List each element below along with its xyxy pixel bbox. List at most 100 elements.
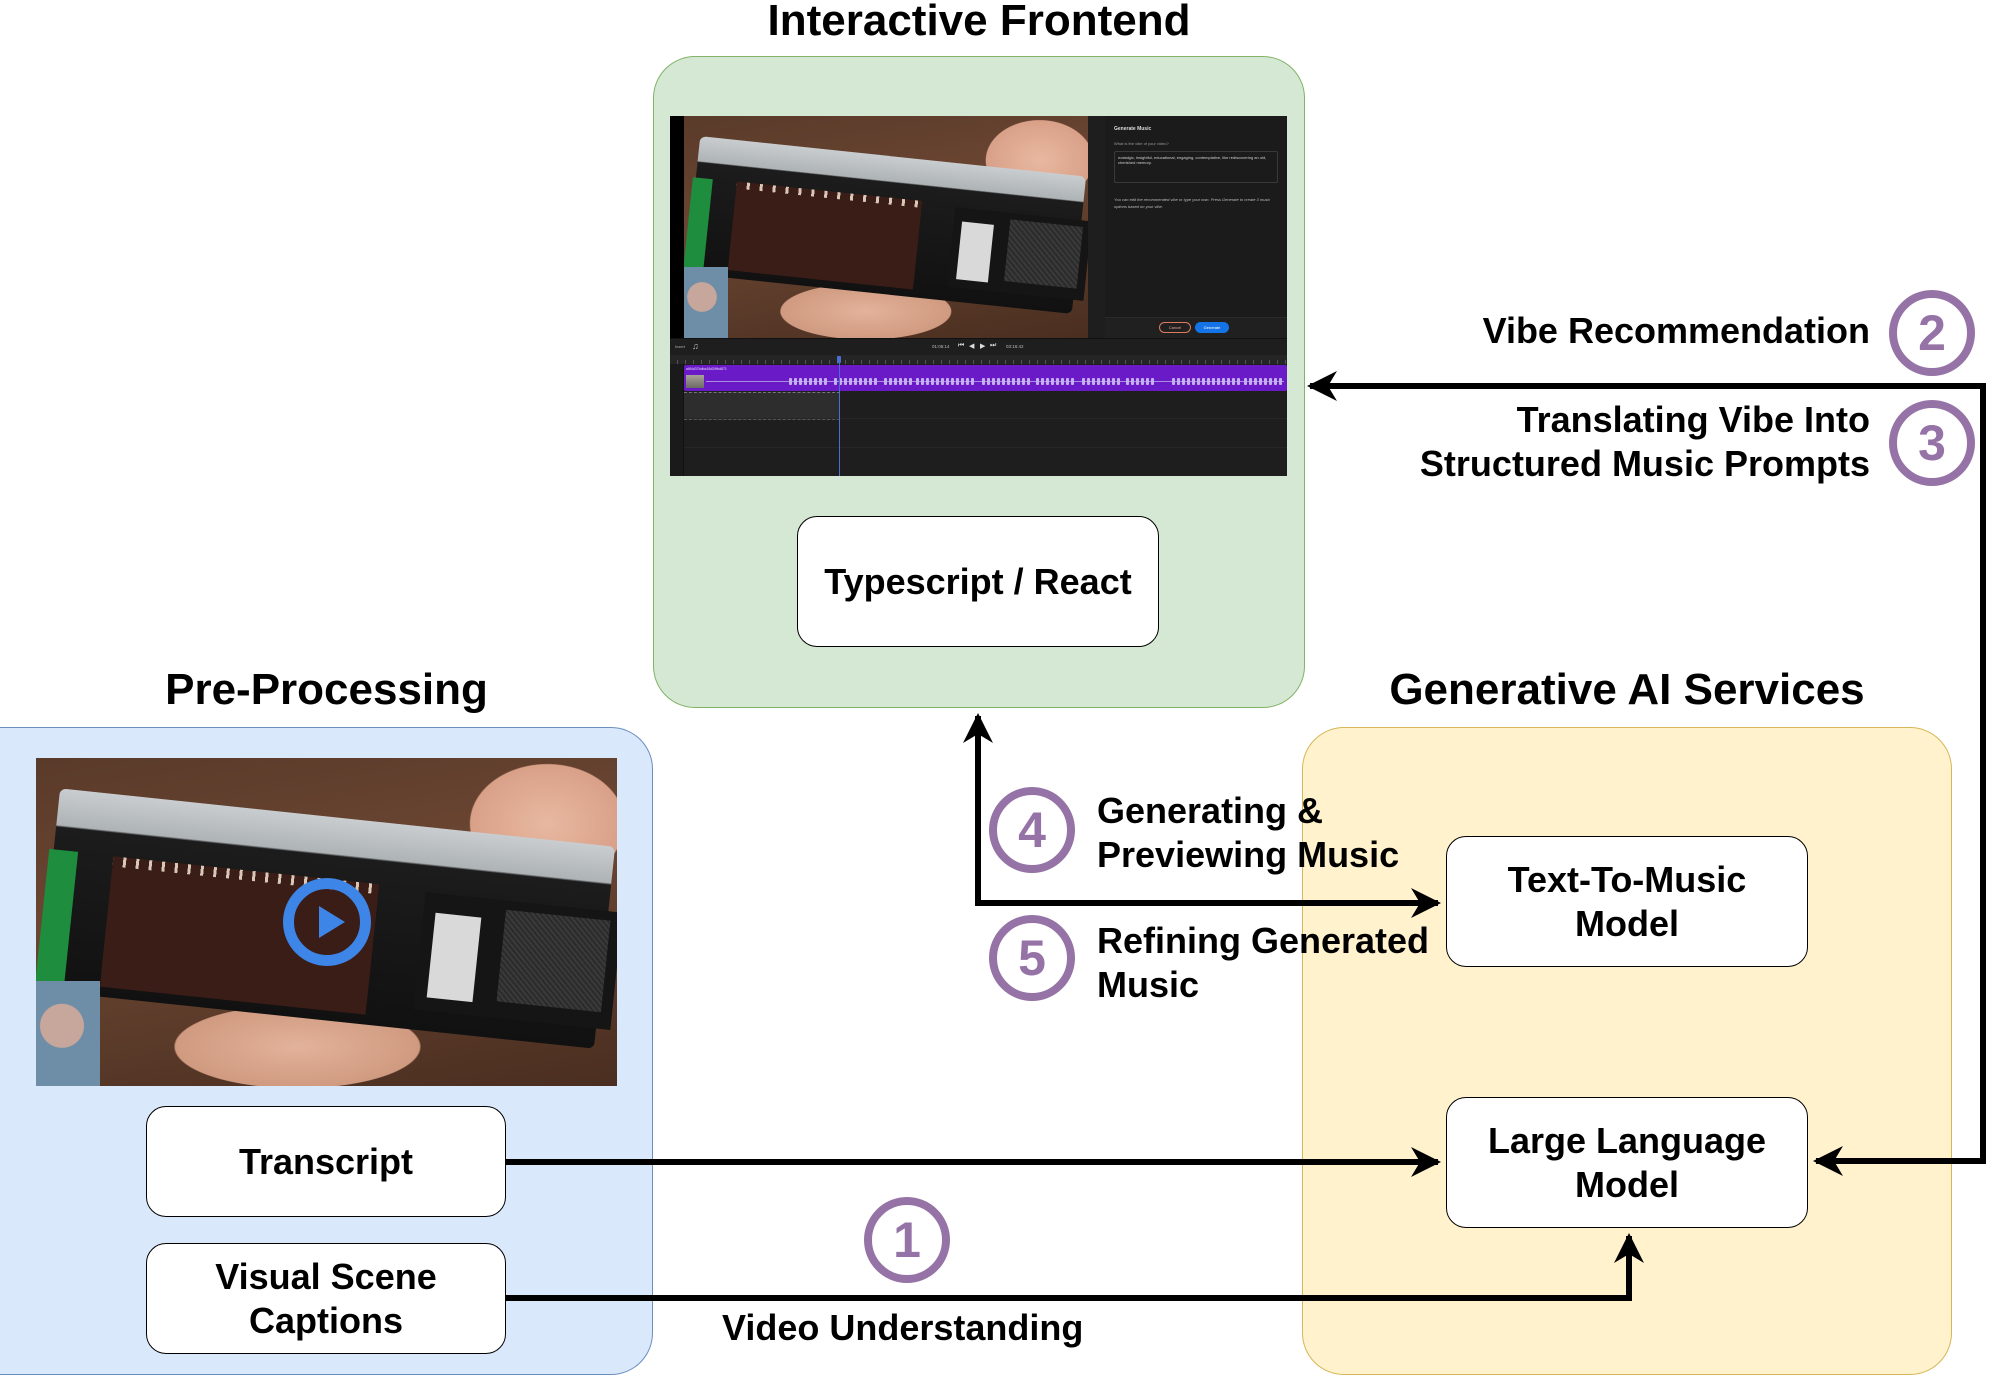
typescript-react-node: Typescript / React bbox=[797, 516, 1159, 647]
transcript-node: Transcript bbox=[146, 1106, 506, 1217]
waveform-peak bbox=[936, 378, 939, 385]
waveform-peak bbox=[1136, 378, 1139, 385]
waveform-peak bbox=[1002, 378, 1005, 385]
app-screenshot: Generate Music What is the vibe of your … bbox=[670, 116, 1287, 476]
step-forward-icon[interactable]: ⏭ bbox=[990, 342, 997, 349]
waveform-peak bbox=[814, 378, 817, 385]
waveform-peak bbox=[874, 378, 877, 385]
waveform-peak bbox=[1244, 378, 1247, 385]
waveform-peak bbox=[1222, 378, 1225, 385]
waveform-peak bbox=[1264, 378, 1267, 385]
playhead-handle[interactable] bbox=[837, 356, 841, 363]
generate-music-panel: Generate Music What is the vibe of your … bbox=[1105, 116, 1287, 338]
waveform-peak bbox=[884, 378, 887, 385]
vibe-question: What is the vibe of your video? bbox=[1114, 141, 1169, 146]
waveform-peak bbox=[1249, 378, 1252, 385]
waveform-peak bbox=[1112, 378, 1115, 385]
waveform-peak bbox=[966, 378, 969, 385]
waveform-peak bbox=[899, 378, 902, 385]
lane-divider bbox=[684, 418, 1287, 419]
waveform-peak bbox=[1022, 378, 1025, 385]
waveform-peak bbox=[889, 378, 892, 385]
panel-footer: Cancel Generate bbox=[1105, 317, 1287, 338]
label-line: Previewing Music bbox=[1097, 834, 1400, 875]
visual-scene-captions-node: Visual Scene Captions bbox=[146, 1243, 506, 1354]
waveform-peak bbox=[894, 378, 897, 385]
waveform-peak bbox=[844, 378, 847, 385]
step-back-icon[interactable]: ◀ bbox=[969, 343, 975, 350]
waveform-peak bbox=[904, 378, 907, 385]
waveform-peak bbox=[1126, 378, 1129, 385]
current-time: 01:06:14 bbox=[932, 344, 950, 349]
waveform-peak bbox=[1237, 378, 1240, 385]
waveform-peak bbox=[869, 378, 872, 385]
waveform-peak bbox=[1027, 378, 1030, 385]
music-note-icon[interactable]: ♫ bbox=[692, 341, 699, 351]
audio-track-clip[interactable]: a6f4d37bdba16d29fbd871 bbox=[684, 365, 1287, 391]
waveform-peak bbox=[941, 378, 944, 385]
waveform-peak bbox=[1056, 378, 1059, 385]
play-icon[interactable]: ▶ bbox=[980, 343, 986, 350]
generative-ai-services-title: Generative AI Services bbox=[1389, 665, 1865, 714]
waveform-peak bbox=[1131, 378, 1134, 385]
waveform-peak bbox=[1151, 378, 1154, 385]
node-label-line: Model bbox=[1575, 902, 1679, 944]
generative-ai-services-group bbox=[1302, 727, 1952, 1375]
waveform-peak bbox=[1007, 378, 1010, 385]
label-line: Structured Music Prompts bbox=[1419, 443, 1870, 484]
waveform-peak bbox=[951, 378, 954, 385]
waveform bbox=[706, 381, 1284, 382]
waveform-peak bbox=[1279, 378, 1282, 385]
vibe-input[interactable]: nostalgic, insightful, educational, enga… bbox=[1114, 151, 1278, 183]
node-label-line: Large Language bbox=[1487, 1119, 1767, 1161]
step-4-badge: 4 bbox=[989, 787, 1075, 873]
waveform-peak bbox=[864, 378, 867, 385]
large-language-model-node: Large Language Model bbox=[1446, 1097, 1808, 1228]
waveform-peak bbox=[992, 378, 995, 385]
panel-title: Generate Music bbox=[1114, 126, 1152, 132]
waveform-peak bbox=[1066, 378, 1069, 385]
waveform-peak bbox=[1071, 378, 1074, 385]
track-header-column bbox=[670, 364, 684, 476]
step-5-label: Refining Generated Music bbox=[1097, 919, 1429, 1007]
waveform-peak bbox=[961, 378, 964, 385]
label-line: Translating Vibe Into bbox=[1516, 399, 1870, 440]
waveform-peak bbox=[1141, 378, 1144, 385]
playhead-line bbox=[839, 356, 840, 476]
waveform-peak bbox=[1172, 378, 1175, 385]
waveform-peak bbox=[1207, 378, 1210, 385]
waveform-peak bbox=[1197, 378, 1200, 385]
waveform-peak bbox=[1254, 378, 1257, 385]
waveform-peak bbox=[849, 378, 852, 385]
waveform-peak bbox=[1177, 378, 1180, 385]
waveform-peak bbox=[1182, 378, 1185, 385]
waveform-peak bbox=[971, 378, 974, 385]
waveform-peak bbox=[789, 378, 792, 385]
generate-button[interactable]: Generate bbox=[1195, 322, 1229, 333]
waveform-peak bbox=[1202, 378, 1205, 385]
cancel-button[interactable]: Cancel bbox=[1159, 322, 1191, 333]
waveform-peak bbox=[854, 378, 857, 385]
video-preview bbox=[670, 116, 1088, 338]
waveform-peak bbox=[1259, 378, 1262, 385]
step-2-label: Vibe Recommendation bbox=[1482, 310, 1870, 351]
step-2-badge: 2 bbox=[1889, 290, 1975, 376]
waveform-peak bbox=[1092, 378, 1095, 385]
total-time: 03:16:42 bbox=[1006, 344, 1024, 349]
label-line: Generating & bbox=[1097, 790, 1324, 831]
waveform-peak bbox=[1192, 378, 1195, 385]
timeline-ruler[interactable] bbox=[670, 355, 1287, 364]
waveform-peak bbox=[809, 378, 812, 385]
step-1-badge: 1 bbox=[864, 1197, 950, 1283]
step-3-badge: 3 bbox=[1889, 400, 1975, 486]
music-drop-zone[interactable] bbox=[684, 392, 840, 420]
play-button-icon[interactable] bbox=[283, 878, 371, 966]
pre-processing-title: Pre-Processing bbox=[165, 665, 488, 714]
node-label-line: Text-To-Music bbox=[1507, 858, 1747, 900]
waveform-peak bbox=[916, 378, 919, 385]
waveform-peak bbox=[946, 378, 949, 385]
skip-back-icon[interactable]: ⏮ bbox=[958, 342, 965, 349]
step-1-label: Video Understanding bbox=[722, 1307, 1084, 1348]
waveform-peak bbox=[1212, 378, 1215, 385]
waveform-peak bbox=[1097, 378, 1100, 385]
